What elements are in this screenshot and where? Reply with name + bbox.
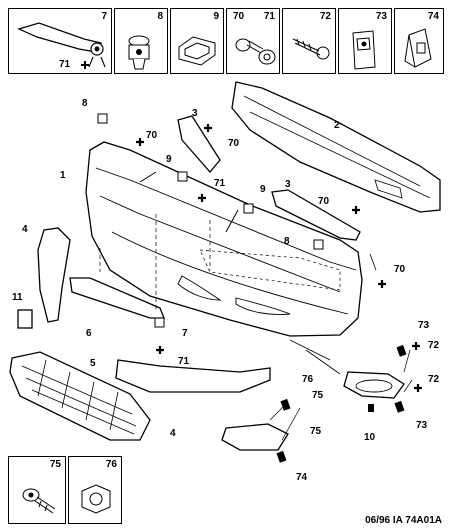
- tile-70-label: 70: [233, 11, 245, 22]
- tile-73-label: 73: [375, 11, 387, 22]
- nut-marker: [280, 398, 291, 411]
- plus-marker: [198, 194, 206, 202]
- callout-72a: 72: [428, 340, 440, 351]
- callout-70b: 70: [228, 138, 240, 149]
- tile-part-8: 8: [114, 8, 168, 74]
- self-tapping-screw-icon: [292, 38, 330, 60]
- tile-75-label: 75: [49, 459, 61, 470]
- callout-4a: 4: [22, 224, 28, 235]
- nut-marker: [394, 400, 405, 413]
- nut-marker: [396, 344, 407, 357]
- callout-2: 2: [334, 120, 340, 131]
- plus-marker: [156, 346, 164, 354]
- callout-1: 1: [60, 170, 66, 181]
- bracket-fastener-icon: [17, 22, 106, 69]
- callout-72b: 72: [428, 374, 440, 385]
- part-11: [17, 309, 33, 329]
- callout-4b: 4: [170, 428, 176, 439]
- bracket-lower: [271, 189, 361, 241]
- tile-part-70-71: 70 71: [226, 8, 280, 74]
- fog-lamp-opening: [177, 275, 222, 301]
- callout-9a: 9: [166, 154, 172, 165]
- tile-part-75: 75: [8, 456, 66, 524]
- lower-strip: [115, 359, 271, 393]
- callout-9b: 9: [260, 184, 266, 195]
- callout-70a: 70: [146, 130, 158, 141]
- tile-part-7: 7 71: [8, 8, 112, 74]
- callout-3b: 3: [285, 179, 291, 190]
- plus-marker: [352, 206, 360, 214]
- tile-74-label: 74: [427, 11, 439, 22]
- lower-bracket: [221, 423, 289, 451]
- square-marker: [313, 239, 324, 250]
- figure-reference: 06/96 IA 74A01A: [365, 515, 442, 526]
- tile-part-73: 73: [338, 8, 392, 74]
- screw-washer-icon: [235, 38, 276, 65]
- tile-9-label: 9: [213, 11, 219, 22]
- reinforcement-beam: [231, 81, 441, 213]
- nut-clip-icon: [352, 30, 376, 70]
- tile-71-label: 71: [263, 11, 275, 22]
- callout-3a: 3: [192, 108, 198, 119]
- tile-8-label: 8: [157, 11, 163, 22]
- plus-marker: [414, 384, 422, 392]
- callout-8a: 8: [82, 98, 88, 109]
- tile-part-9: 9: [170, 8, 224, 74]
- tile-7-sub-label: 71: [59, 59, 71, 70]
- callout-73a: 73: [418, 320, 430, 331]
- square-marker: [154, 317, 165, 328]
- plastic-clip-icon: [404, 28, 432, 68]
- square-marker: [97, 113, 108, 124]
- tile-part-72: 72: [282, 8, 336, 74]
- callout-71a: 71: [214, 178, 226, 189]
- callout-70c: 70: [318, 196, 330, 207]
- square-marker: [243, 203, 254, 214]
- tile-7-label: 7: [101, 11, 107, 22]
- callout-8b: 8: [284, 236, 290, 247]
- spring-clip-icon: [178, 36, 216, 66]
- plus-marker: [412, 342, 420, 350]
- tile-part-76: 76: [68, 456, 122, 524]
- callout-71b: 71: [178, 356, 190, 367]
- callout-75b: 75: [310, 426, 322, 437]
- callout-7: 7: [182, 328, 188, 339]
- callout-11: 11: [12, 292, 23, 303]
- tile-76-label: 76: [105, 459, 117, 470]
- callout-5: 5: [90, 358, 96, 369]
- callout-6: 6: [86, 328, 92, 339]
- callout-74: 74: [296, 472, 308, 483]
- plus-marker: [204, 124, 212, 132]
- flange-bolt-icon: [22, 488, 56, 514]
- nut-marker: [368, 404, 374, 412]
- callout-76: 76: [302, 374, 314, 385]
- tile-part-74: 74: [394, 8, 444, 74]
- callout-70d: 70: [394, 264, 406, 275]
- lower-grille: [9, 351, 151, 441]
- nut-marker: [276, 450, 287, 463]
- square-marker: [177, 171, 188, 182]
- tile-72-label: 72: [319, 11, 331, 22]
- callout-75a: 75: [312, 390, 324, 401]
- hex-nut-icon: [81, 484, 111, 514]
- callout-10: 10: [364, 432, 376, 443]
- plus-marker: [378, 280, 386, 288]
- side-strip-left: [37, 227, 71, 323]
- plus-marker: [136, 138, 144, 146]
- grille-opening: [235, 297, 291, 315]
- bracket-upper: [177, 115, 221, 174]
- rivet-clip-icon: [128, 35, 150, 70]
- callout-73b: 73: [416, 420, 428, 431]
